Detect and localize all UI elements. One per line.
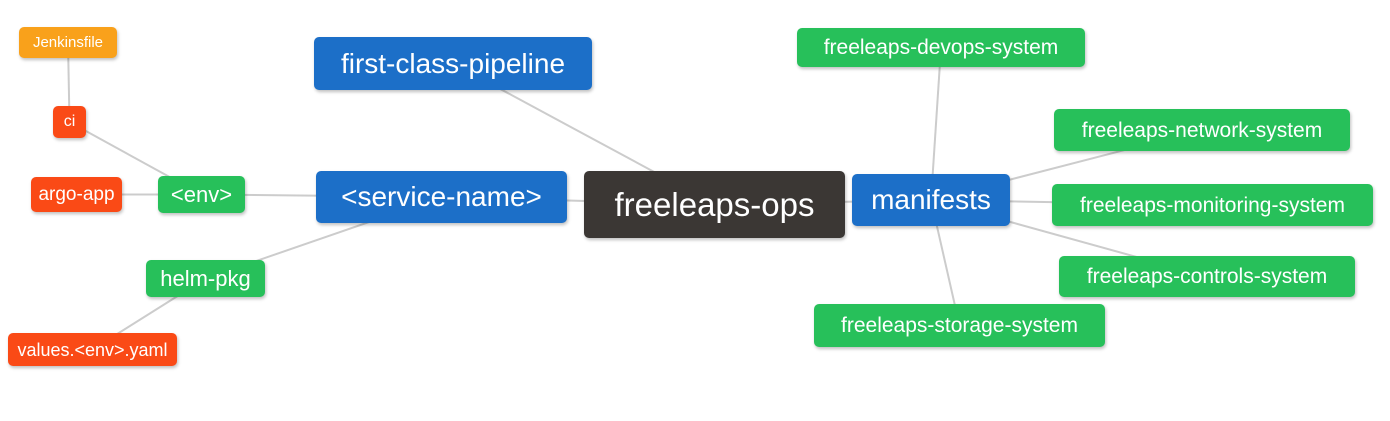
mindmap-node-freeleaps-network-system[interactable]: freeleaps-network-system xyxy=(1054,109,1350,151)
mindmap-node-freeleaps-ops[interactable]: freeleaps-ops xyxy=(584,171,845,238)
mindmap-node-jenkinsfile[interactable]: Jenkinsfile xyxy=(19,27,117,58)
mindmap-node-freeleaps-storage-system[interactable]: freeleaps-storage-system xyxy=(814,304,1105,347)
mindmap-node-manifests[interactable]: manifests xyxy=(852,174,1010,226)
mindmap-node-argo-app[interactable]: argo-app xyxy=(31,177,122,212)
mindmap-node-freeleaps-devops-system[interactable]: freeleaps-devops-system xyxy=(797,28,1085,67)
mindmap-node-helm-pkg[interactable]: helm-pkg xyxy=(146,260,265,297)
mindmap-node-first-class-pipeline[interactable]: first-class-pipeline xyxy=(314,37,592,90)
mindmap-node-freeleaps-monitoring-system[interactable]: freeleaps-monitoring-system xyxy=(1052,184,1373,226)
mindmap-node-freeleaps-controls-system[interactable]: freeleaps-controls-system xyxy=(1059,256,1355,297)
mindmap-node-ci[interactable]: ci xyxy=(53,106,86,138)
mindmap-node-env[interactable]: <env> xyxy=(158,176,245,213)
mindmap-node-values-env-yaml[interactable]: values.<env>.yaml xyxy=(8,333,177,366)
mindmap-node-service-name[interactable]: <service-name> xyxy=(316,171,567,223)
